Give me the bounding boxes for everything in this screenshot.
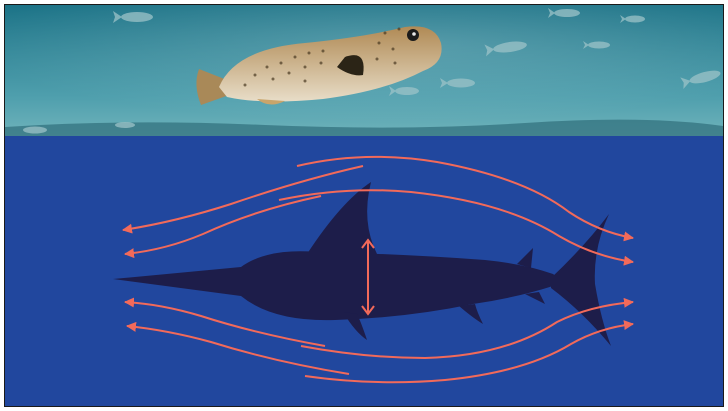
flow-diagram — [5, 136, 723, 406]
figure-frame — [4, 4, 724, 407]
pufferfish-photo — [5, 5, 723, 136]
